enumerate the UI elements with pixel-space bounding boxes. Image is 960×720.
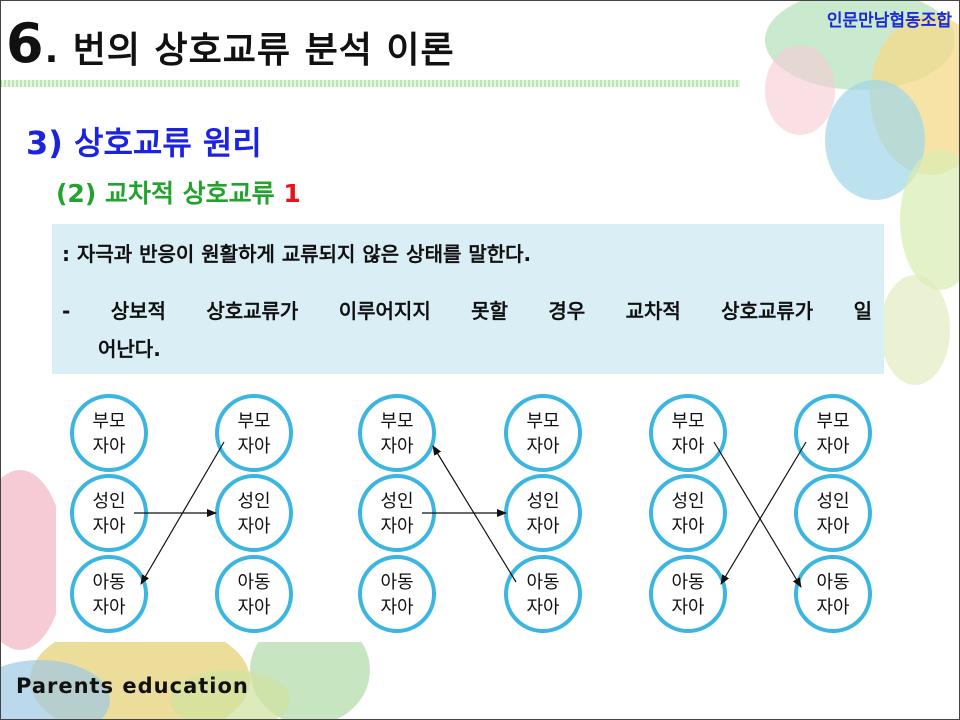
ego-state-label: 부모: [237, 411, 270, 432]
ego-state-label: 성인: [816, 491, 849, 512]
title-divider: [0, 80, 740, 87]
section-heading: 3) 상호교류 원리: [26, 124, 262, 162]
ego-state-label: 부모: [671, 411, 704, 432]
ego-state-label: 자아: [526, 597, 560, 618]
ego-state-label: 자아: [526, 436, 560, 457]
ego-state-label: 부모: [380, 411, 413, 432]
organization-label: 인문만남협동조합: [826, 11, 952, 31]
ego-state-label: 아동: [671, 572, 704, 593]
page-title: 6. 번의 상호교류 분석 이론: [6, 12, 455, 75]
ego-state-label: 자아: [380, 436, 414, 457]
description-line-3: 어난다.: [98, 337, 161, 361]
ego-state-label: 부모: [92, 411, 125, 432]
ego-state-label: 부모: [816, 411, 849, 432]
ego-state-label: 자아: [237, 436, 271, 457]
subsection-number: 1: [283, 179, 301, 208]
ego-state-label: 성인: [237, 491, 270, 512]
footer-label: Parents education: [16, 674, 249, 698]
ego-state-label: 자아: [816, 436, 850, 457]
ego-state-label: 아동: [816, 572, 849, 593]
ego-state-label: 자아: [237, 516, 271, 537]
ego-state-label: 성인: [380, 491, 413, 512]
transaction-arrow-4: [432, 445, 517, 583]
ego-state-label: 아동: [237, 572, 270, 593]
transaction-arrow-2: [140, 441, 225, 585]
description-box: [52, 224, 884, 374]
ego-state-label: 아동: [92, 572, 125, 593]
ego-state-label: 자아: [671, 597, 705, 618]
ego-state-label: 아동: [526, 572, 559, 593]
ego-state-label: 자아: [92, 436, 126, 457]
ego-state-label: 자아: [816, 597, 850, 618]
title-number: 6: [6, 12, 45, 75]
ego-state-label: 부모: [526, 411, 559, 432]
transaction-arrow-5: [713, 441, 802, 588]
transaction-diagrams-svg: 부모자아성인자아아동자아부모자아성인자아아동자아부모자아성인자아아동자아부모자아…: [70, 394, 872, 633]
ego-state-label: 자아: [526, 516, 560, 537]
description-line-2: - 상보적 상호교류가 이루어지지 못할 경우 교차적 상호교류가 일: [62, 299, 872, 323]
ego-state-label: 자아: [237, 597, 271, 618]
ego-state-label: 자아: [816, 516, 850, 537]
ego-state-label: 자아: [92, 516, 126, 537]
ego-state-label: 성인: [526, 491, 559, 512]
ego-state-label: 자아: [380, 516, 414, 537]
ego-state-label: 자아: [671, 516, 705, 537]
ego-state-label: 성인: [671, 491, 704, 512]
title-text: . 번의 상호교류 분석 이론: [44, 30, 455, 71]
subsection-heading: (2) 교차적 상호교류 1: [56, 174, 301, 210]
subsection-text: (2) 교차적 상호교류: [56, 179, 275, 208]
ego-state-label: 아동: [380, 572, 413, 593]
description-line-1: : 자극과 반응이 원활하게 교류되지 않은 상태를 말한다.: [62, 242, 532, 266]
ego-state-label: 자아: [380, 597, 414, 618]
ego-state-label: 성인: [92, 491, 125, 512]
ego-state-label: 자아: [671, 436, 705, 457]
transaction-arrow-6: [720, 441, 807, 585]
ego-state-label: 자아: [92, 597, 126, 618]
